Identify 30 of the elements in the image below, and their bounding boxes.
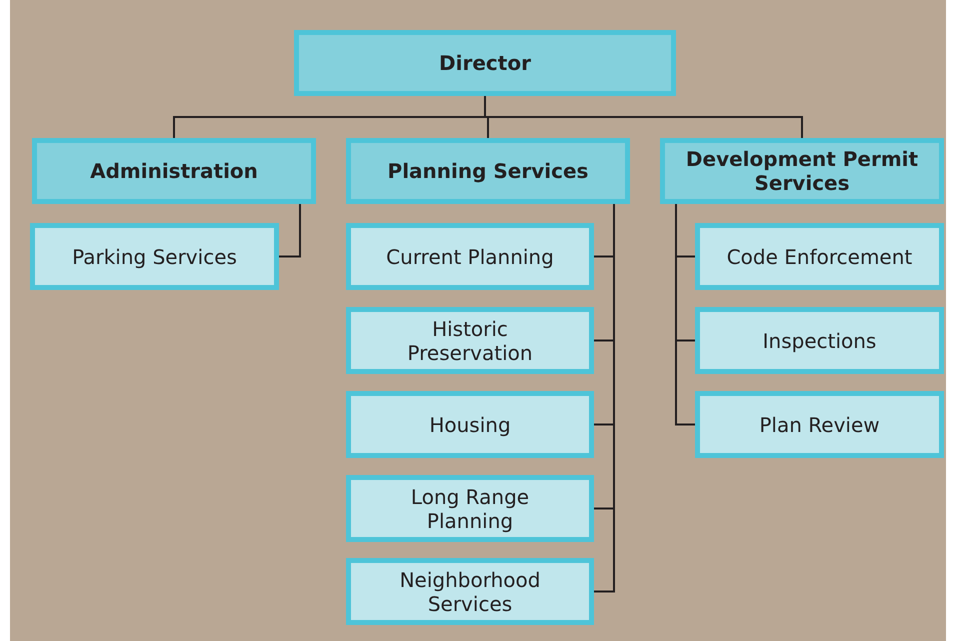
- unit-box: [695, 223, 944, 290]
- box-label: Long Range Planning: [410, 484, 530, 532]
- department-box: [346, 138, 630, 204]
- unit-box: [695, 307, 944, 374]
- box-label: Inspections: [762, 328, 876, 352]
- unit-box: [346, 391, 594, 458]
- unit-box: [346, 223, 594, 290]
- connector-line: [594, 204, 615, 592]
- department-box: [660, 138, 944, 204]
- connector-line: [484, 96, 803, 138]
- box-label: Historic Preservation: [406, 316, 534, 364]
- box-label: Current Planning: [386, 244, 554, 268]
- box-label: Planning Services: [388, 159, 588, 183]
- box-label: Administration: [90, 159, 258, 183]
- connector-line: [675, 204, 695, 426]
- unit-box: [346, 558, 594, 625]
- box-label: Plan Review: [759, 412, 880, 436]
- unit-box: [30, 223, 279, 290]
- connector-line: [279, 204, 301, 258]
- box-label: Parking Services: [72, 244, 237, 268]
- box-label: Code Enforcement: [726, 244, 912, 268]
- unit-box: [346, 307, 594, 374]
- unit-box: [346, 475, 594, 542]
- box-label: Development Permit Services: [684, 147, 920, 195]
- box-label: Housing: [429, 412, 511, 436]
- department-box: [32, 138, 316, 204]
- box-label: Neighborhood Services: [398, 568, 542, 616]
- box-label: Director: [439, 51, 531, 75]
- unit-box: [695, 391, 944, 458]
- department-box: [294, 30, 676, 96]
